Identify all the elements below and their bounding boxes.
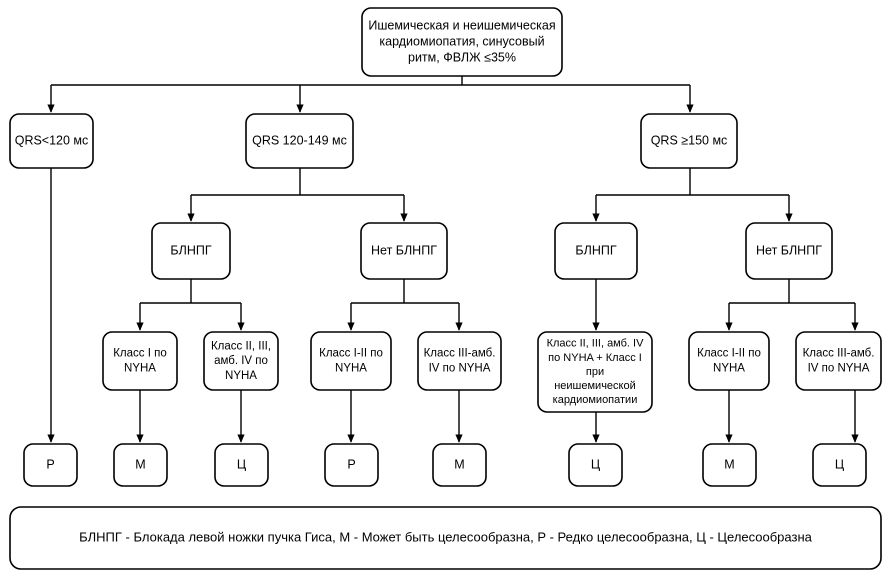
root-label-line-2: ритм, ФВЛЖ ≤35% xyxy=(408,50,516,64)
class-combo-nonischemic-node[interactable]: Класс II, III, амб. IV по NYHA + Класс I п… xyxy=(537,331,653,413)
qrs-120-149-node[interactable]: QRS 120-149 мс xyxy=(245,113,354,169)
root-label-line-0: Ишемическая и неишемическая xyxy=(368,18,555,32)
nodes-layer: Ишемическая и неишемическая кардиомиопати… xyxy=(9,7,882,487)
class-iii-amb-iv-nyha-right-node-box xyxy=(795,331,882,391)
legend-text: БЛНПГ - Блокада левой ножки пучка Гиса, … xyxy=(79,529,813,544)
recommendation-r-left-node[interactable]: Р xyxy=(23,443,78,487)
lbbb-right-node-label-line-0: БЛНПГ xyxy=(575,243,616,257)
recommendation-m-3-node[interactable]: М xyxy=(702,443,757,487)
class-i-ii-nyha-right-node-label-line-1: NYHA xyxy=(713,362,745,374)
qrs-less-120-node[interactable]: QRS<120 мс xyxy=(9,113,94,169)
class-i-ii-nyha-right-node-box xyxy=(688,331,770,391)
class-combo-nonischemic-node-label-line-2: при xyxy=(586,366,604,378)
class-i-nyha-node[interactable]: Класс I по NYHA xyxy=(102,331,178,391)
class-iii-amb-iv-nyha-mid-node[interactable]: Класс III-амб. IV по NYHA xyxy=(417,331,502,391)
class-combo-nonischemic-node-label-line-0: Класс II, III, амб. IV xyxy=(547,338,645,350)
qrs-ge-150-node[interactable]: QRS ≥150 мс xyxy=(640,113,738,169)
recommendation-m-3-node-box xyxy=(702,443,757,487)
class-i-nyha-node-label-line-0: Класс I по xyxy=(113,348,167,360)
class-ii-iii-amb-iv-nyha-node-label-line-0: Класс II, III, xyxy=(211,340,271,352)
no-lbbb-mid-node-label-line-0: Нет БЛНПГ xyxy=(371,243,437,257)
recommendation-m-1-node[interactable]: М xyxy=(113,443,168,487)
qrs-ge-150-node-box xyxy=(640,113,738,169)
recommendation-c-3-node[interactable]: Ц xyxy=(812,443,867,487)
no-lbbb-right-node[interactable]: Нет БЛНПГ xyxy=(745,222,833,280)
legend-layer: БЛНПГ - Блокада левой ножки пучка Гиса, … xyxy=(9,506,882,570)
recommendation-m-2-node-box xyxy=(432,443,487,487)
class-iii-amb-iv-nyha-right-node-label-line-0: Класс III-амб. xyxy=(803,348,875,360)
class-i-ii-nyha-right-node[interactable]: Класс I-II по NYHA xyxy=(688,331,770,391)
lbbb-mid-node[interactable]: БЛНПГ xyxy=(151,222,231,280)
class-combo-nonischemic-node-label-line-1: по NYHA + Класс I xyxy=(548,352,642,364)
recommendation-m-3-node-label-line-0: М xyxy=(724,457,734,471)
recommendation-r-mid-node[interactable]: Р xyxy=(324,443,379,487)
recommendation-c-2-node[interactable]: Ц xyxy=(568,443,623,487)
class-i-ii-nyha-mid-node-label-line-1: NYHA xyxy=(335,362,367,374)
root-box xyxy=(361,7,563,77)
recommendation-r-mid-node-box xyxy=(324,443,379,487)
recommendation-c-3-node-box xyxy=(812,443,867,487)
recommendation-r-mid-node-label-line-0: Р xyxy=(347,457,355,471)
root-label-line-1: кардиомиопатия, синусовый xyxy=(379,34,544,48)
qrs-120-149-node-label-line-0: QRS 120-149 мс xyxy=(252,133,347,147)
class-iii-amb-iv-nyha-right-node[interactable]: Класс III-амб. IV по NYHA xyxy=(795,331,882,391)
lbbb-right-node-box xyxy=(554,222,638,280)
class-i-nyha-node-box xyxy=(102,331,178,391)
qrs-ge-150-node-label-line-0: QRS ≥150 мс xyxy=(651,133,728,147)
recommendation-c-2-node-label-line-0: Ц xyxy=(591,457,601,471)
class-i-ii-nyha-right-node-label-line-0: Класс I-II по xyxy=(697,348,761,360)
no-lbbb-right-node-box xyxy=(745,222,833,280)
recommendation-c-1-node[interactable]: Ц xyxy=(214,443,269,487)
class-iii-amb-iv-nyha-mid-node-label-line-0: Класс III-амб. xyxy=(424,348,496,360)
node-root[interactable]: Ишемическая и неишемическая кардиомиопати… xyxy=(361,7,563,77)
class-combo-nonischemic-node-box xyxy=(537,331,653,413)
recommendation-m-1-node-label-line-0: М xyxy=(135,457,145,471)
class-combo-nonischemic-node-label-line-3: неишемической xyxy=(554,380,636,392)
no-lbbb-right-node-label-line-0: Нет БЛНПГ xyxy=(756,243,822,257)
recommendation-c-1-node-box xyxy=(214,443,269,487)
recommendation-r-left-node-box xyxy=(23,443,78,487)
class-i-ii-nyha-mid-node-box xyxy=(310,331,392,391)
lbbb-mid-node-box xyxy=(151,222,231,280)
class-ii-iii-amb-iv-nyha-node-label-line-2: NYHA xyxy=(225,370,257,382)
class-i-nyha-node-label-line-1: NYHA xyxy=(124,362,156,374)
class-iii-amb-iv-nyha-mid-node-box xyxy=(417,331,502,391)
class-i-ii-nyha-mid-node-label-line-0: Класс I-II по xyxy=(319,348,383,360)
qrs-less-120-node-box xyxy=(9,113,94,169)
edges-layer xyxy=(47,76,859,443)
legend-box xyxy=(9,506,882,570)
class-iii-amb-iv-nyha-mid-node-label-line-1: IV по NYHA xyxy=(429,362,491,374)
recommendation-m-2-node-label-line-0: М xyxy=(454,457,464,471)
qrs-120-149-node-box xyxy=(245,113,354,169)
recommendation-c-2-node-box xyxy=(568,443,623,487)
class-ii-iii-amb-iv-nyha-node-label-line-1: амб. IV по xyxy=(214,355,268,367)
recommendation-c-3-node-label-line-0: Ц xyxy=(835,457,845,471)
lbbb-right-node[interactable]: БЛНПГ xyxy=(554,222,638,280)
no-lbbb-mid-node[interactable]: Нет БЛНПГ xyxy=(360,222,448,280)
lbbb-mid-node-label-line-0: БЛНПГ xyxy=(170,243,211,257)
class-iii-amb-iv-nyha-right-node-label-line-1: IV по NYHA xyxy=(808,362,870,374)
recommendation-c-1-node-label-line-0: Ц xyxy=(237,457,247,471)
recommendation-m-2-node[interactable]: М xyxy=(432,443,487,487)
no-lbbb-mid-node-box xyxy=(360,222,448,280)
qrs-less-120-node-label-line-0: QRS<120 мс xyxy=(15,133,89,147)
recommendation-r-left-node-label-line-0: Р xyxy=(46,457,54,471)
legend-group: БЛНПГ - Блокада левой ножки пучка Гиса, … xyxy=(9,506,882,570)
class-ii-iii-amb-iv-nyha-node[interactable]: Класс II, III, амб. IV по NYHA xyxy=(203,331,279,391)
class-combo-nonischemic-node-label-line-4: кардиомиопатии xyxy=(553,394,638,406)
recommendation-m-1-node-box xyxy=(113,443,168,487)
class-ii-iii-amb-iv-nyha-node-box xyxy=(203,331,279,391)
class-i-ii-nyha-mid-node[interactable]: Класс I-II по NYHA xyxy=(310,331,392,391)
